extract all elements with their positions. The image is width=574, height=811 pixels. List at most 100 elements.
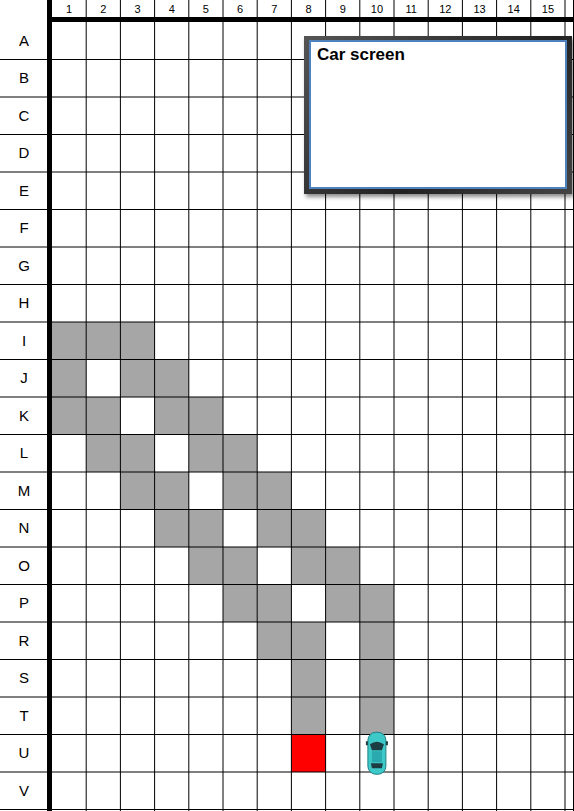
grid-line bbox=[0, 584, 574, 585]
road-cell bbox=[223, 547, 257, 585]
car-mirror bbox=[386, 741, 388, 745]
row-letter: D bbox=[19, 144, 30, 162]
grid-line bbox=[0, 734, 574, 735]
road-cell bbox=[52, 397, 86, 435]
road-cell bbox=[189, 510, 223, 548]
road-cell bbox=[120, 360, 154, 398]
road-cell bbox=[360, 585, 394, 623]
road-cell bbox=[257, 585, 291, 623]
screen-display: Car screen bbox=[309, 40, 567, 189]
road-cell bbox=[223, 435, 257, 473]
column-number: 10 bbox=[371, 2, 383, 16]
grid-line bbox=[0, 622, 574, 623]
road-cell bbox=[120, 435, 154, 473]
road-cell bbox=[223, 585, 257, 623]
car-mirror bbox=[366, 741, 368, 745]
road-cell bbox=[326, 547, 360, 585]
grid-line bbox=[223, 0, 224, 811]
road-cell bbox=[86, 322, 120, 360]
row-letter: L bbox=[20, 444, 28, 462]
grid-line bbox=[0, 772, 574, 773]
grid-line bbox=[0, 247, 574, 248]
road-cell bbox=[189, 435, 223, 473]
column-number: 5 bbox=[203, 2, 209, 16]
road-cell bbox=[120, 472, 154, 510]
car-screen: Car screen bbox=[304, 36, 572, 194]
grid-line bbox=[0, 397, 574, 398]
row-letter: H bbox=[19, 294, 30, 312]
grid-line bbox=[0, 359, 574, 360]
row-letter: K bbox=[19, 407, 29, 425]
grid-line bbox=[188, 0, 189, 811]
grid-line bbox=[0, 697, 574, 698]
header-bar bbox=[47, 17, 574, 22]
road-cell bbox=[155, 360, 189, 398]
row-letter: N bbox=[19, 519, 30, 537]
road-cell bbox=[155, 510, 189, 548]
row-letter: M bbox=[18, 482, 31, 500]
grid-line bbox=[0, 659, 574, 660]
road-cell bbox=[360, 622, 394, 660]
row-letter: V bbox=[19, 782, 29, 800]
header-bar bbox=[47, 0, 52, 811]
column-number: 15 bbox=[542, 2, 554, 16]
column-number: 11 bbox=[405, 2, 416, 16]
road-cell bbox=[189, 547, 223, 585]
row-letter: F bbox=[19, 219, 28, 237]
road-cell bbox=[86, 435, 120, 473]
grid-line bbox=[0, 509, 574, 510]
grid-line bbox=[0, 209, 574, 210]
road-cell bbox=[291, 547, 325, 585]
road-cell bbox=[291, 510, 325, 548]
grid-line bbox=[0, 284, 574, 285]
row-letter: R bbox=[19, 632, 30, 650]
row-letter: C bbox=[19, 107, 30, 125]
column-number: 3 bbox=[134, 2, 140, 16]
car-windshield bbox=[370, 742, 384, 751]
grid-line bbox=[0, 547, 574, 548]
road-cell bbox=[257, 622, 291, 660]
road-cell bbox=[155, 472, 189, 510]
road-cell bbox=[155, 397, 189, 435]
road-cell bbox=[52, 360, 86, 398]
road-cell bbox=[52, 322, 86, 360]
row-letter: J bbox=[20, 369, 28, 387]
road-cell bbox=[223, 472, 257, 510]
road-cell bbox=[257, 510, 291, 548]
row-letter: E bbox=[19, 182, 29, 200]
road-cell bbox=[360, 697, 394, 735]
column-number: 8 bbox=[305, 2, 311, 16]
row-letter: O bbox=[18, 557, 30, 575]
column-number: 7 bbox=[271, 2, 277, 16]
grid-line bbox=[0, 472, 574, 473]
grid-line bbox=[120, 0, 121, 811]
column-number: 1 bbox=[66, 2, 72, 16]
car-rear-window bbox=[371, 763, 383, 768]
car-roof bbox=[372, 751, 382, 762]
road-cell bbox=[257, 472, 291, 510]
road-cell bbox=[291, 660, 325, 698]
road-cell bbox=[291, 622, 325, 660]
row-letter: G bbox=[18, 257, 30, 275]
grid-line bbox=[0, 434, 574, 435]
column-number: 14 bbox=[508, 2, 520, 16]
row-letter: I bbox=[22, 332, 26, 350]
target-cell bbox=[291, 735, 325, 773]
column-number: 4 bbox=[169, 2, 175, 16]
row-letter: T bbox=[19, 707, 28, 725]
grid-line bbox=[0, 809, 574, 810]
road-cell bbox=[326, 585, 360, 623]
column-number: 6 bbox=[237, 2, 243, 16]
road-cell bbox=[189, 397, 223, 435]
row-letter: S bbox=[19, 669, 29, 687]
column-number: 2 bbox=[100, 2, 106, 16]
road-cell bbox=[120, 322, 154, 360]
row-letter: P bbox=[19, 594, 29, 612]
column-number: 13 bbox=[473, 2, 485, 16]
car-icon bbox=[368, 732, 386, 774]
grid-line bbox=[86, 0, 87, 811]
column-number: 12 bbox=[439, 2, 451, 16]
road-cell bbox=[291, 697, 325, 735]
road-cell bbox=[360, 660, 394, 698]
row-letter: B bbox=[19, 69, 29, 87]
